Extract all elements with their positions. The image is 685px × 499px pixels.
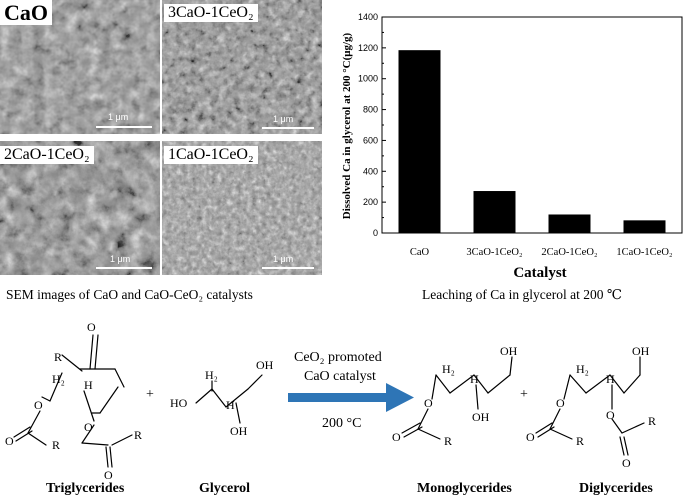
y-tick-label: 600	[363, 135, 378, 145]
x-tick-label: 2CaO-1CeO₂	[541, 247, 597, 258]
y-tick-label: 400	[363, 166, 378, 176]
reaction-arrow	[288, 383, 414, 412]
atom-label: R	[648, 414, 656, 428]
diglyceride-structure	[535, 356, 645, 456]
chart-x-axis-label: Catalyst	[513, 265, 566, 281]
sem-scale-bar-3cao	[262, 127, 314, 129]
atom-label: HO	[170, 396, 188, 410]
atom-label: H₂	[52, 372, 65, 386]
reaction-condition-catalyst-2: CaO catalyst	[304, 369, 376, 384]
chart-caption: Leaching of Ca in glycerol at 200 ℃	[422, 287, 622, 302]
atom-label: OH	[472, 410, 490, 424]
atom-label: O	[34, 398, 43, 412]
chart-bars	[398, 50, 666, 233]
bar	[623, 220, 666, 233]
y-tick-label: 1400	[358, 12, 378, 22]
sem-label-1cao-1ceo2: 1CaO-1CeO₂	[164, 146, 258, 165]
atom-label: R	[54, 350, 62, 364]
x-tick-label: 3CaO-1CeO₂	[466, 247, 522, 258]
atom-label: O	[392, 430, 401, 444]
atom-label: O	[556, 396, 565, 410]
atom-label: O	[5, 434, 14, 448]
atom-label: O	[104, 468, 113, 482]
plus-sign-2: +	[520, 387, 528, 402]
reaction-scheme: O R H₂ H O O O R R O H₂ HO H OH OH H₂ H …	[5, 320, 656, 482]
bar	[473, 191, 516, 233]
y-tick-label: 200	[363, 197, 378, 207]
x-tick-label: CaO	[410, 247, 430, 258]
sem-scale-bar-cao	[96, 126, 152, 128]
atom-label: H₂	[205, 368, 218, 382]
atom-label: O	[606, 408, 615, 422]
sem-scale-label-3cao: 1 μm	[273, 114, 294, 124]
y-tick-label: 800	[363, 105, 378, 115]
label-triglycerides: Triglycerides	[46, 481, 125, 496]
plus-sign-1: +	[146, 387, 154, 402]
bar	[398, 50, 441, 233]
atom-label: O	[424, 396, 433, 410]
y-tick-label: 0	[373, 228, 378, 238]
atom-label: R	[134, 428, 142, 442]
atom-label: H	[226, 398, 235, 412]
sem-scale-bar-2cao	[96, 267, 152, 269]
monoglyceride-structure	[401, 356, 513, 440]
reaction-condition-temperature: 200 °C	[322, 416, 362, 431]
x-tick-label: 1CaO-1CeO₂	[616, 247, 672, 258]
chart-y-axis-label: Dissolved Ca in glycerol at 200 °C(μg/g)	[341, 32, 353, 219]
sem-scale-label-cao: 1 μm	[108, 112, 129, 122]
atom-label: R	[444, 434, 452, 448]
atom-label: H₂	[442, 362, 455, 376]
label-glycerol: Glycerol	[199, 481, 251, 496]
atom-label: OH	[256, 358, 274, 372]
atom-label: O	[87, 320, 96, 334]
sem-label-2cao-1ceo2: 2CaO-1CeO₂	[0, 146, 94, 165]
atom-label: H	[606, 372, 615, 386]
atom-label: R	[576, 434, 584, 448]
atom-label: OH	[500, 344, 518, 358]
sem-scale-bar-1cao	[262, 267, 314, 269]
label-diglycerides: Diglycerides	[579, 481, 653, 496]
atom-label: OH	[230, 424, 248, 438]
atom-label: H	[470, 372, 479, 386]
sem-scale-label-1cao: 1 μm	[273, 254, 294, 264]
y-tick-label: 1200	[358, 43, 378, 53]
sem-caption: SEM images of CaO and CaO-CeO₂ catalysts	[6, 287, 253, 302]
bar	[548, 214, 591, 233]
sem-scale-label-2cao: 1 μm	[110, 254, 131, 264]
sem-label-3cao-1ceo2: 3CaO-1CeO₂	[164, 4, 258, 23]
atom-label: O	[84, 420, 93, 434]
atom-label: OH	[632, 344, 650, 358]
sem-label-cao: CaO	[0, 0, 52, 26]
atom-label: O	[622, 456, 631, 470]
triglyceride-structure	[13, 334, 133, 468]
atom-label: H₂	[576, 362, 589, 376]
atom-label: H	[84, 378, 93, 392]
glycerol-structure	[195, 374, 263, 424]
reaction-condition-catalyst: CeO₂ promoted	[294, 350, 382, 365]
label-monoglycerides: Monoglycerides	[417, 481, 512, 496]
atom-label: R	[52, 438, 60, 452]
y-tick-label: 1000	[358, 74, 378, 84]
atom-label: O	[526, 430, 535, 444]
